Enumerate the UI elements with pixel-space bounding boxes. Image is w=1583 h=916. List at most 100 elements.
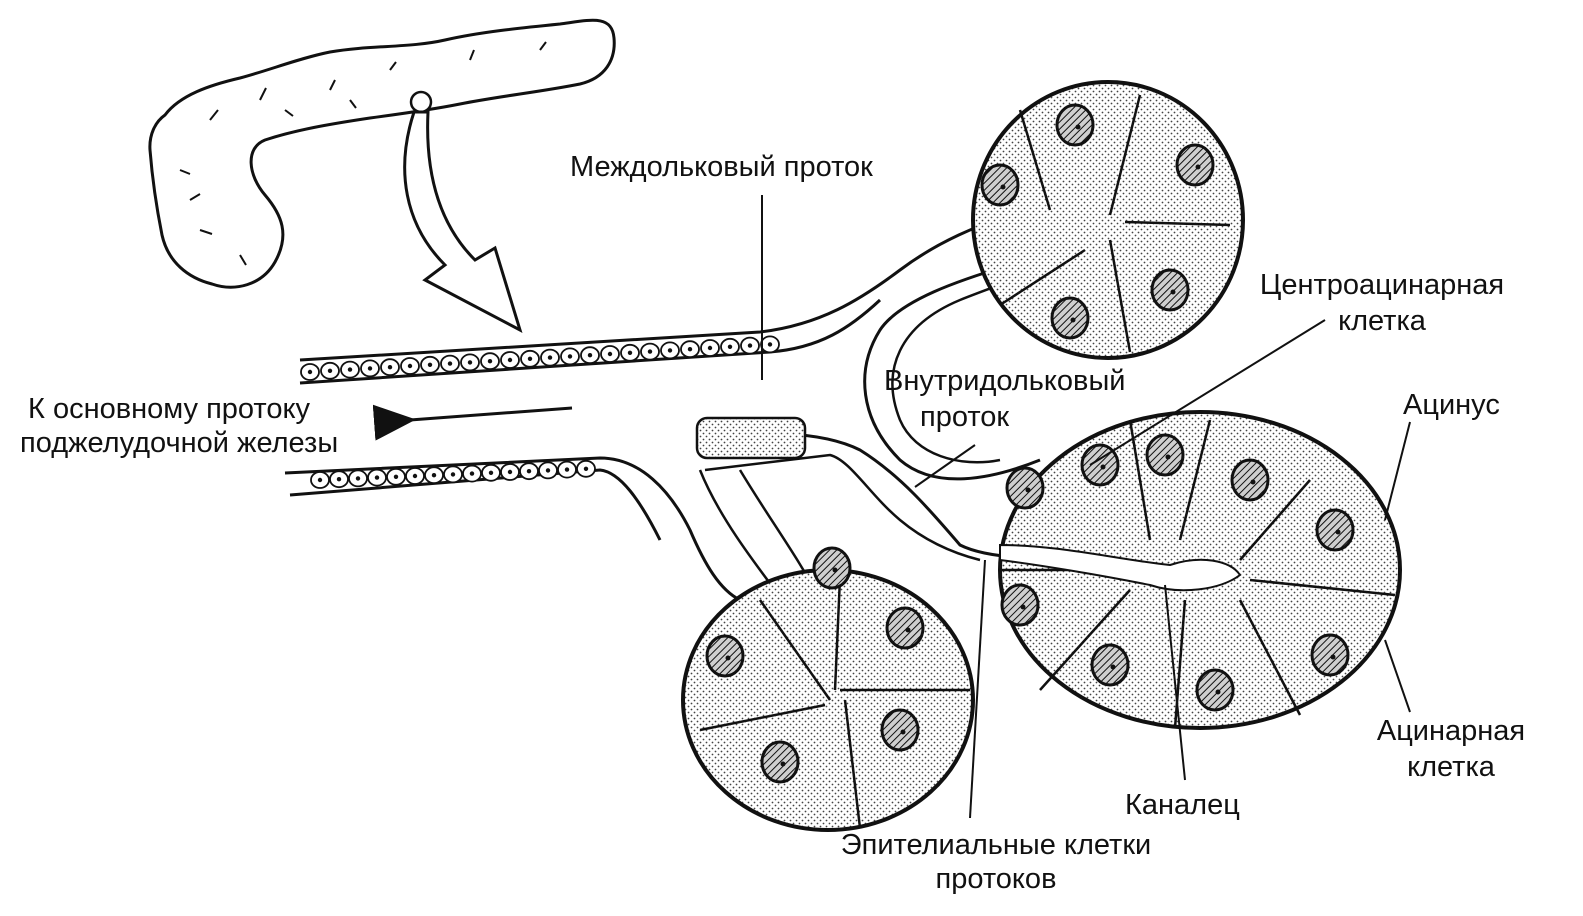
- acinar-cell-label-line1: Ацинарная: [1376, 715, 1526, 747]
- main-duct-label-line2: поджелудочной железы: [20, 427, 339, 459]
- duct-cell-nucleus: [627, 350, 633, 355]
- duct-cell-nucleus: [407, 363, 413, 369]
- leader-lines: [761, 195, 1411, 819]
- nucleus: [1145, 433, 1185, 477]
- nucleolus: [1020, 604, 1026, 610]
- nucleus: [1315, 508, 1355, 552]
- duct-cell-nucleus: [507, 469, 513, 475]
- duct-cell-nucleus: [545, 468, 551, 473]
- nucleus: [760, 740, 800, 784]
- nucleolus: [780, 761, 786, 767]
- nucleolus: [1195, 164, 1201, 170]
- interlobular-duct: [284, 213, 1011, 602]
- duct-cell-nucleus: [767, 342, 773, 347]
- duct-epithelium-label-line1: Эпителиальные клетки: [840, 829, 1152, 861]
- duct-cell-nucleus: [667, 348, 673, 353]
- duct-cell-nucleus: [507, 357, 513, 363]
- nucleolus: [1165, 454, 1171, 460]
- nucleolus: [900, 729, 906, 735]
- nucleolus: [725, 655, 731, 661]
- lower-duct-cells: [310, 459, 596, 489]
- duct-cell-nucleus: [607, 351, 613, 357]
- nucleus: [1055, 103, 1095, 147]
- nucleolus: [1110, 664, 1116, 670]
- nucleus: [1080, 443, 1120, 487]
- nucleolus: [1070, 317, 1076, 323]
- pancreas-organ: [148, 18, 616, 289]
- duct-cell-nucleus: [327, 368, 333, 373]
- centroacinar-cell-label-line2: клетка: [1338, 305, 1426, 337]
- duct-cell-nucleus: [564, 467, 570, 472]
- duct-cell-nucleus: [431, 473, 437, 478]
- duct-cell-nucleus: [336, 477, 342, 482]
- duct-cell-nucleus: [447, 361, 453, 366]
- duct-cell-nucleus: [647, 349, 653, 354]
- magnification-arrow: [403, 110, 523, 334]
- duct-cell-nucleus: [526, 469, 532, 474]
- acinus-bottom: [681, 568, 975, 832]
- direction-arrow: [372, 404, 573, 441]
- duct-cell-nucleus: [393, 474, 399, 479]
- duct-cell-nucleus: [387, 365, 393, 370]
- nucleus: [1005, 466, 1045, 510]
- nucleolus: [832, 567, 838, 573]
- duct-cell-nucleus: [317, 477, 323, 483]
- nucleolus: [1100, 464, 1106, 470]
- acinar-cell-nuclei: [705, 103, 1355, 784]
- intralobular-duct-label-line2: проток: [920, 401, 1010, 433]
- interlobular-duct-label: Междольковый проток: [570, 151, 873, 183]
- centroacinar-cell-label-line1: Центроацинарная: [1259, 269, 1505, 301]
- duct-cell-nucleus: [450, 472, 456, 477]
- acinus-label: Ацинус: [1403, 389, 1500, 421]
- duct-cell-nucleus: [583, 466, 589, 471]
- duct-cell-nucleus: [412, 473, 418, 479]
- nucleus: [1090, 643, 1130, 687]
- nucleolus: [1000, 184, 1006, 190]
- nucleus: [1310, 633, 1350, 677]
- nucleolus: [1330, 654, 1336, 660]
- nucleus: [1050, 296, 1090, 340]
- nucleus: [812, 546, 852, 590]
- nucleus: [1195, 668, 1235, 712]
- nucleolus: [1025, 487, 1031, 493]
- duct-cell-nucleus: [527, 356, 533, 361]
- nucleolus: [1075, 124, 1081, 130]
- duct-cell-nucleus: [374, 475, 380, 480]
- duct-cell-nucleus: [367, 366, 373, 371]
- duct-cell-nucleus: [587, 353, 593, 358]
- nucleus: [880, 708, 920, 752]
- duct-cell-nucleus: [727, 344, 733, 349]
- nucleolus: [1335, 529, 1341, 535]
- duct-cell-nucleus: [427, 362, 433, 367]
- upper-duct-cells: [300, 335, 780, 381]
- duct-cell-nucleus: [487, 359, 493, 364]
- acinus-top: [971, 80, 1245, 360]
- nucleus: [1230, 458, 1270, 502]
- canaliculus-label: Каналец: [1125, 789, 1240, 821]
- nucleus: [705, 634, 745, 678]
- nucleus: [1150, 268, 1190, 312]
- duct-cell-nucleus: [567, 354, 573, 359]
- duct-cell-nucleus: [347, 367, 353, 372]
- nucleus: [980, 163, 1020, 207]
- duct-cell-nucleus: [707, 345, 713, 351]
- duct-cell-nucleus: [547, 355, 553, 360]
- canaliculus-lumen: [999, 543, 1242, 592]
- nucleus: [885, 606, 925, 650]
- nucleus: [1175, 143, 1215, 187]
- acinar-cell-label-line2: клетка: [1407, 751, 1495, 783]
- duct-cell-nucleus: [467, 360, 473, 365]
- intralobular-duct-label-line1: Внутридольковый: [884, 365, 1126, 397]
- nucleolus: [1170, 289, 1176, 295]
- nucleolus: [905, 627, 911, 633]
- duct-cell-nucleus: [488, 470, 494, 475]
- duct-cell-nucleus: [307, 369, 313, 375]
- nucleolus: [1250, 479, 1256, 485]
- duct-cell-nucleus: [747, 343, 753, 348]
- nucleolus: [1215, 689, 1221, 695]
- main-duct-label-line1: К основному протоку: [28, 393, 311, 425]
- duct-cell-nucleus: [687, 347, 693, 352]
- nucleus: [1000, 583, 1040, 627]
- duct-epithelium-label-line2: протоков: [935, 863, 1057, 895]
